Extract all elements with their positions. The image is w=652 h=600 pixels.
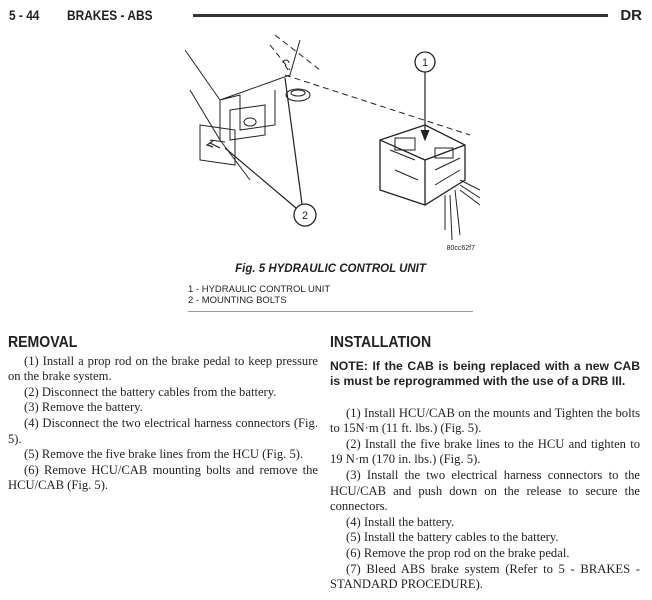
installation-step: (1) Install HCU/CAB on the mounts and Ti…: [330, 405, 640, 436]
figure-caption: Fig. 5 HYDRAULIC CONTROL UNIT: [235, 263, 426, 275]
legend-item: 2 - MOUNTING BOLTS: [188, 295, 287, 306]
header-rule: [193, 13, 609, 17]
page-number: 5 - 44: [9, 7, 40, 23]
figure-legend: 1 - HYDRAULIC CONTROL UNIT 2 - MOUNTING …: [188, 284, 330, 306]
section-title: BRAKES - ABS: [66, 7, 153, 23]
callout-1: 1: [422, 57, 428, 69]
page-header: 5 - 44 BRAKES - ABS DR: [9, 5, 642, 25]
installation-step: (7) Bleed ABS brake system (Refer to 5 -…: [330, 561, 640, 592]
callout-2: 2: [302, 210, 308, 222]
installation-step: (3) Install the two electrical harness c…: [330, 467, 640, 514]
removal-step: (2) Disconnect the battery cables from t…: [24, 384, 277, 399]
removal-step: (1) Install a prop rod on the brake peda…: [8, 353, 318, 384]
figure-divider: [188, 311, 473, 312]
model-code: DR: [620, 6, 642, 24]
removal-step: (5) Remove the five brake lines from the…: [24, 447, 304, 462]
installation-step: (5) Install the battery cables to the ba…: [346, 530, 559, 545]
installation-step: (2) Install the five brake lines to the …: [330, 436, 640, 467]
installation-note: NOTE: If the CAB is being replaced with …: [330, 358, 640, 389]
hcu-diagram: 1 2 80cc62f7: [184, 34, 480, 252]
legend-item: 1 - HYDRAULIC CONTROL UNIT: [188, 284, 331, 295]
installation-heading: INSTALLATION: [330, 334, 432, 351]
image-code: 80cc62f7: [447, 245, 476, 252]
installation-section: INSTALLATION NOTE: If the CAB is being r…: [330, 335, 640, 593]
removal-step: (6) Remove HCU/CAB mounting bolts and re…: [8, 462, 318, 493]
removal-heading: REMOVAL: [8, 334, 78, 351]
removal-step: (3) Remove the battery.: [24, 400, 143, 415]
removal-step: (4) Disconnect the two electrical harnes…: [8, 415, 318, 446]
installation-step: (6) Remove the prop rod on the brake ped…: [346, 545, 570, 560]
removal-section: REMOVAL (1) Install a prop rod on the br…: [8, 335, 318, 494]
installation-step: (4) Install the battery.: [346, 514, 455, 529]
